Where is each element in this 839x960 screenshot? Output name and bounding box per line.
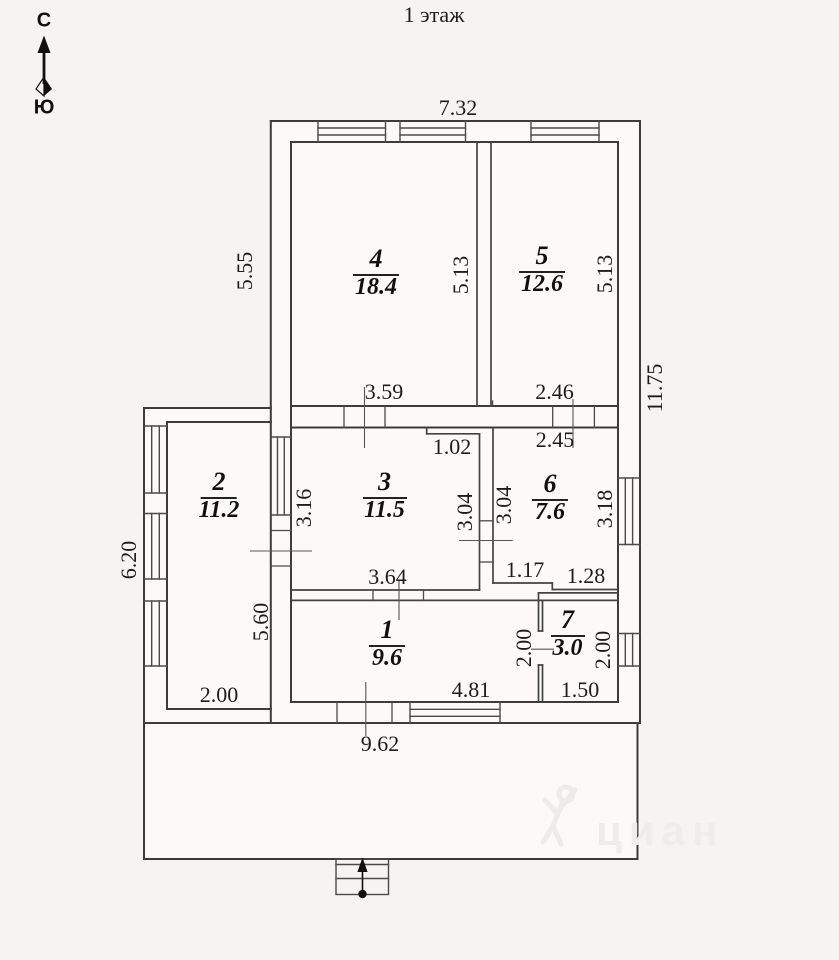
room-number: 1 bbox=[380, 615, 394, 644]
dimension-3-04-left: 3.04 bbox=[452, 492, 477, 532]
dimension-3-16: 3.16 bbox=[290, 488, 316, 528]
room-area: 18.4 bbox=[355, 273, 397, 300]
dimension-5-13-left: 5.13 bbox=[448, 255, 473, 295]
dimension-4-81: 4.81 bbox=[451, 677, 491, 702]
room-area: 3.0 bbox=[552, 634, 583, 661]
room-label-1: 1 9.6 bbox=[369, 615, 405, 671]
watermark-text: циан bbox=[596, 807, 725, 854]
room-area: 11.5 bbox=[364, 497, 405, 523]
dimension-1-28: 1.28 bbox=[566, 562, 606, 588]
compass-south-label: Ю bbox=[33, 96, 55, 119]
room-label-5: 5 12.6 bbox=[519, 241, 565, 297]
interior-walls bbox=[290, 141, 619, 703]
room-number: 5 bbox=[535, 241, 549, 270]
room-label-rule bbox=[201, 497, 237, 499]
room-label-rule bbox=[550, 634, 585, 637]
room-label-rule bbox=[353, 273, 399, 276]
dimension-1-02: 1.02 bbox=[432, 434, 472, 459]
dimension-3-04-right: 3.04 bbox=[491, 485, 516, 524]
compass-arrow bbox=[35, 35, 52, 98]
room-area: 11.2 bbox=[198, 497, 240, 523]
dimension-3-59: 3.59 bbox=[364, 379, 404, 404]
room-area: 7.6 bbox=[535, 499, 565, 525]
page-title: 1 этаж bbox=[403, 2, 465, 27]
dimension-1-17: 1.17 bbox=[505, 557, 545, 582]
room-area: 9.6 bbox=[372, 645, 402, 671]
room-number: 2 bbox=[212, 467, 226, 496]
door-jambs bbox=[270, 400, 596, 724]
watermark-figure bbox=[540, 784, 578, 847]
dimension-5-55: 5.55 bbox=[231, 251, 257, 290]
dimension-3-18: 3.18 bbox=[592, 489, 617, 529]
dimension-6-20: 6.20 bbox=[115, 540, 141, 580]
dimension-5-13-right: 5.13 bbox=[592, 254, 617, 294]
dimension-3-64: 3.64 bbox=[368, 564, 407, 589]
room-label-4: 4 18.4 bbox=[353, 243, 399, 300]
room-number: 3 bbox=[378, 467, 391, 496]
entrance-arrow bbox=[357, 857, 368, 899]
room-label-2: 2 11.2 bbox=[198, 467, 240, 523]
room-label-7: 7 3.0 bbox=[550, 604, 585, 661]
room-area: 12.6 bbox=[521, 271, 563, 297]
room-label-3: 3 11.5 bbox=[362, 467, 407, 523]
room-label-rule bbox=[519, 271, 565, 273]
dimension-2-45: 2.45 bbox=[535, 426, 575, 452]
dimension-2-00-room2: 2.00 bbox=[199, 681, 239, 707]
dimension-9-62: 9.62 bbox=[360, 731, 400, 756]
room-number: 6 bbox=[543, 469, 557, 498]
window-symbols bbox=[143, 120, 641, 724]
room-number: 4 bbox=[369, 243, 383, 273]
dimension-1-50: 1.50 bbox=[560, 677, 600, 702]
dimension-7-32: 7.32 bbox=[438, 95, 478, 120]
dimension-11-75: 11.75 bbox=[641, 363, 667, 412]
dimension-2-46: 2.46 bbox=[535, 379, 574, 404]
dimension-leaders bbox=[250, 387, 574, 736]
dimension-2-00-room7-left: 2.00 bbox=[511, 628, 536, 668]
compass-north-label: С bbox=[36, 9, 52, 32]
dimension-5-60: 5.60 bbox=[247, 602, 273, 641]
room-number: 7 bbox=[561, 604, 574, 634]
room-label-rule bbox=[369, 645, 405, 647]
exterior-walls bbox=[143, 120, 641, 860]
dimension-2-00-room7-right: 2.00 bbox=[589, 630, 615, 670]
room-label-6: 6 7.6 bbox=[532, 469, 568, 525]
room-label-rule bbox=[362, 497, 407, 499]
room-label-rule bbox=[532, 499, 568, 501]
